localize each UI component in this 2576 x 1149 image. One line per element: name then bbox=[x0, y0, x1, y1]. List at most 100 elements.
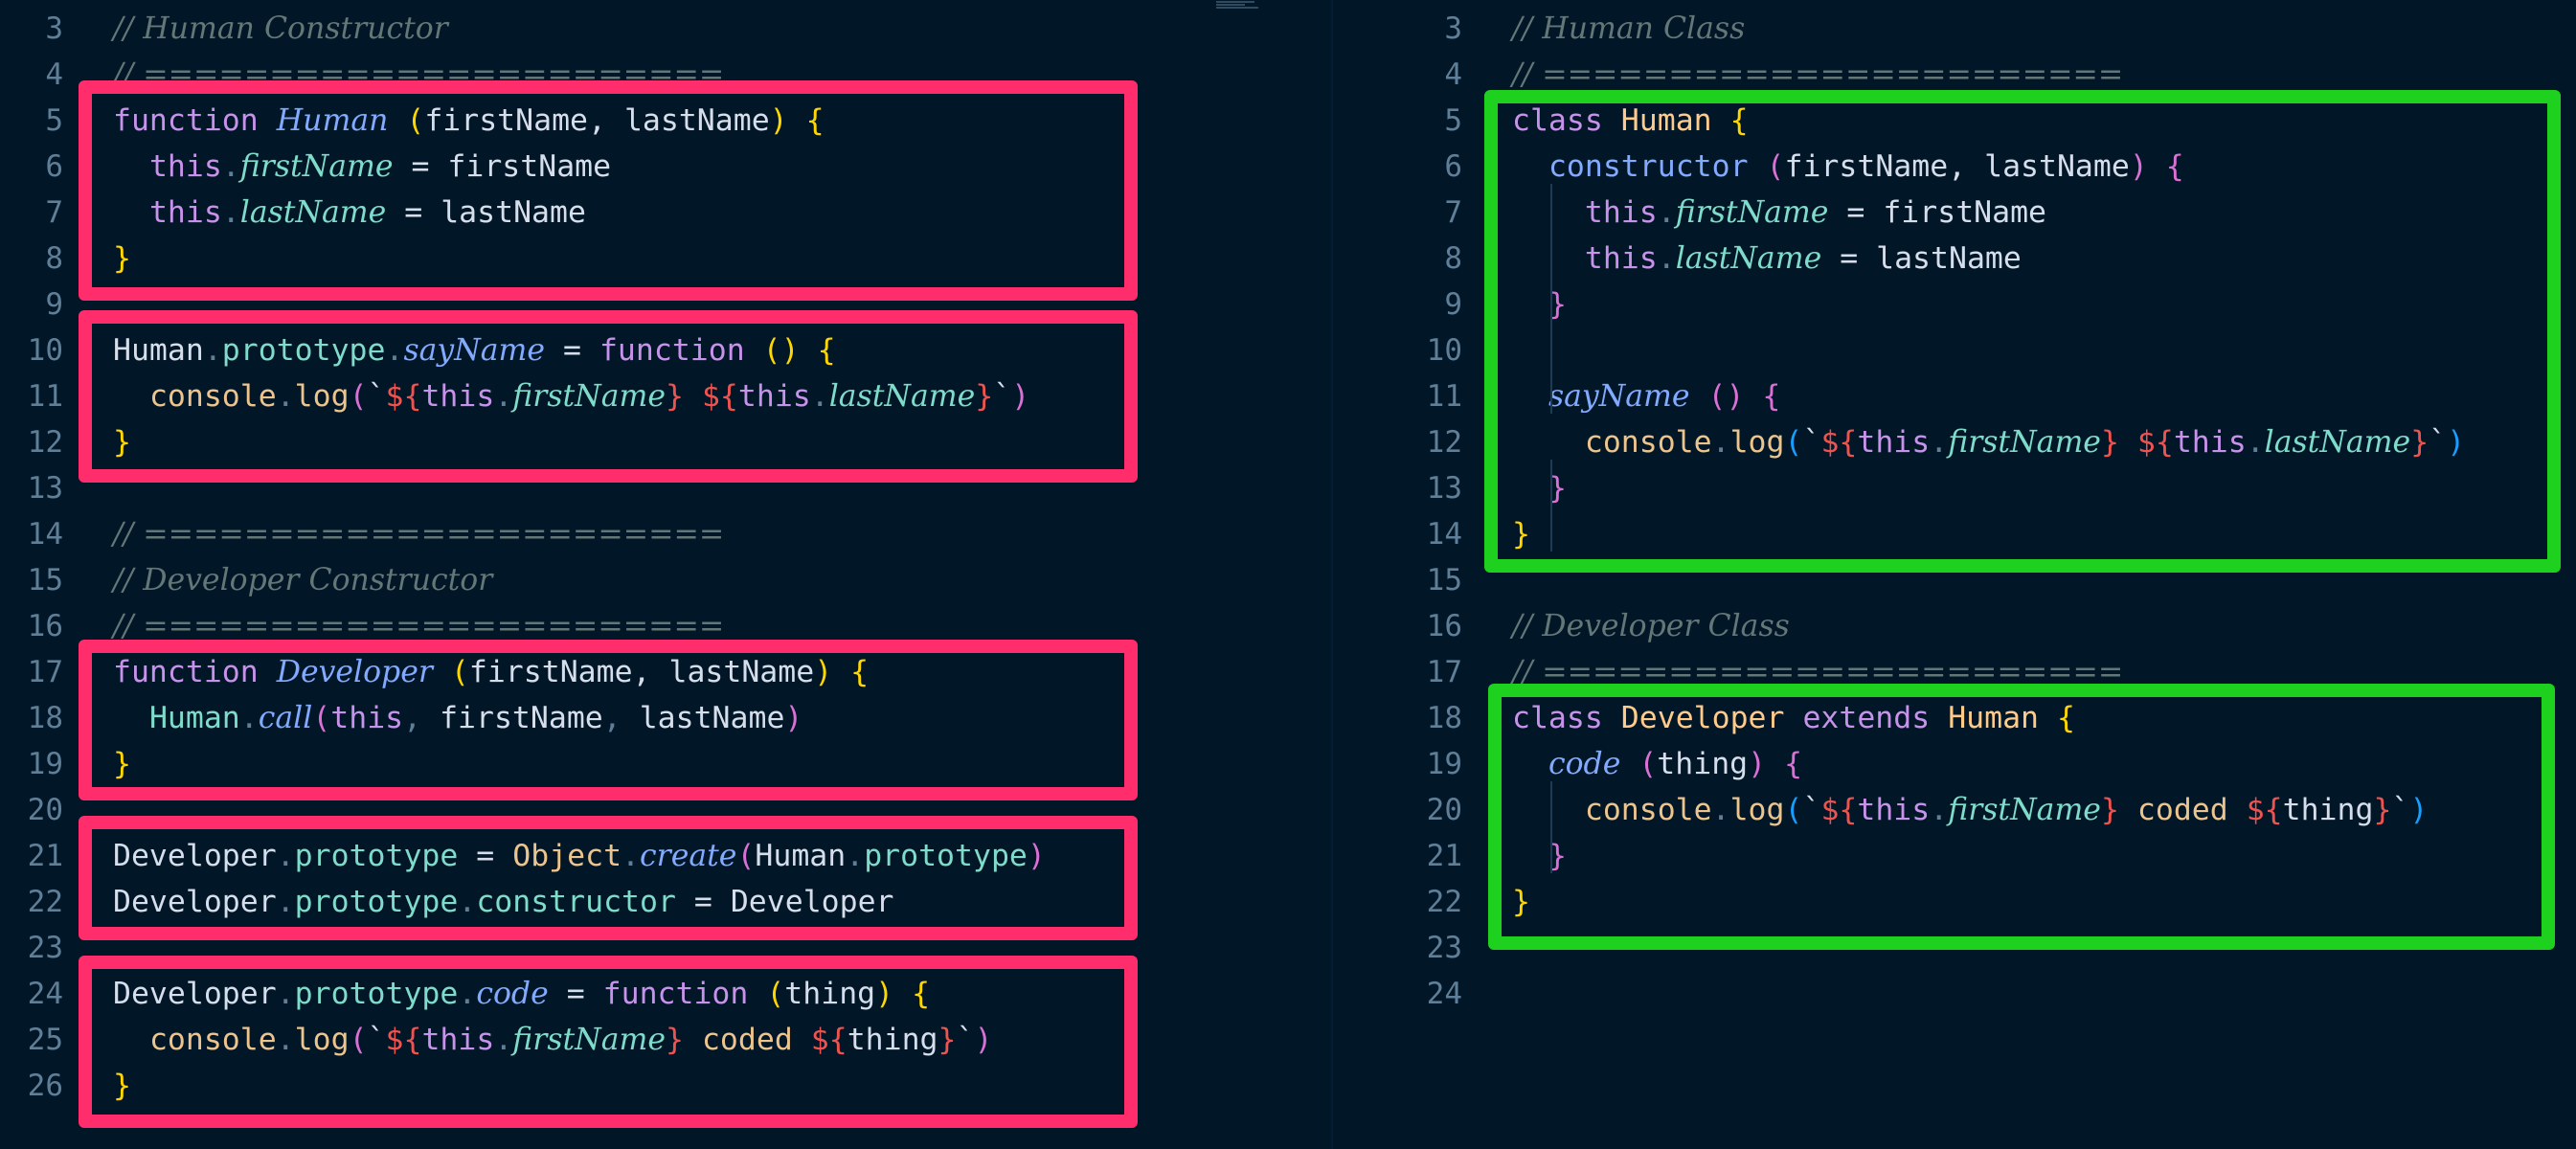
token: this bbox=[1584, 195, 1658, 230]
minimap[interactable] bbox=[1216, 0, 1264, 13]
code-line[interactable]: 22} bbox=[1333, 879, 2576, 925]
code-line[interactable]: 14} bbox=[1333, 511, 2576, 557]
code-line[interactable]: 3// Human Class bbox=[1333, 6, 2576, 52]
line-number: 14 bbox=[1426, 517, 1462, 552]
code-line[interactable]: 7 this.lastName = lastName bbox=[0, 190, 1331, 236]
line-number: 15 bbox=[1426, 563, 1462, 597]
line-number: 20 bbox=[27, 793, 63, 827]
code-line[interactable]: 20 console.log(`${this.firstName} coded … bbox=[1333, 787, 2576, 833]
indent-guide bbox=[1550, 184, 1552, 414]
token: ( bbox=[736, 839, 756, 873]
code-line[interactable]: 11 console.log(`${this.firstName} ${this… bbox=[0, 373, 1331, 419]
token: ) bbox=[1748, 747, 1767, 781]
code-line[interactable]: 19 code (thing) { bbox=[1333, 741, 2576, 787]
code-text: code (thing) { bbox=[1512, 741, 1802, 787]
token: ( bbox=[1784, 793, 1803, 827]
code-line[interactable]: 8} bbox=[0, 236, 1331, 282]
code-line[interactable]: 11 sayName () { bbox=[1333, 373, 2576, 419]
token: Human bbox=[755, 839, 847, 873]
token: ) bbox=[2129, 149, 2148, 184]
code-line[interactable]: 21 } bbox=[1333, 833, 2576, 879]
code-line[interactable]: 15// Developer Constructor bbox=[0, 557, 1331, 603]
code-line[interactable]: 26} bbox=[0, 1063, 1331, 1109]
code-line[interactable]: 9 } bbox=[1333, 282, 2576, 327]
line-number: 9 bbox=[45, 287, 63, 322]
line-number: 23 bbox=[1426, 931, 1462, 965]
code-line[interactable]: 9 bbox=[0, 282, 1331, 327]
token: { bbox=[805, 103, 825, 138]
code-text: } bbox=[113, 1063, 131, 1109]
token: function bbox=[599, 333, 745, 368]
code-line[interactable]: 15 bbox=[1333, 557, 2576, 603]
code-line[interactable]: 23 bbox=[1333, 925, 2576, 971]
code-line[interactable]: 16// Developer Class bbox=[1333, 603, 2576, 649]
code-line[interactable]: 6 constructor (firstName, lastName) { bbox=[1333, 144, 2576, 190]
token: } bbox=[1548, 471, 1567, 506]
code-line[interactable]: 20 bbox=[0, 787, 1331, 833]
token: constructor bbox=[476, 885, 676, 919]
token: prototype bbox=[221, 333, 386, 368]
token: } bbox=[2100, 425, 2119, 460]
token: ${ bbox=[810, 1023, 847, 1057]
pane-divider[interactable] bbox=[1331, 0, 1333, 1149]
token: log bbox=[1729, 793, 1785, 827]
code-line[interactable]: 18 Human.call(this, firstName, lastName) bbox=[0, 695, 1331, 741]
code-line[interactable]: 25 console.log(`${this.firstName} coded … bbox=[0, 1017, 1331, 1063]
code-text: class Human { bbox=[1512, 98, 1749, 144]
code-text: Developer.prototype = Object.create(Huma… bbox=[113, 833, 1046, 879]
code-line[interactable]: 8 this.lastName = lastName bbox=[1333, 236, 2576, 282]
code-line[interactable]: 13 bbox=[0, 465, 1331, 511]
code-line[interactable]: 16// ======================= bbox=[0, 603, 1331, 649]
code-line[interactable]: 14// ======================= bbox=[0, 511, 1331, 557]
code-line[interactable]: 3// Human Constructor bbox=[0, 6, 1331, 52]
token: ${ bbox=[2136, 425, 2174, 460]
token: function bbox=[113, 655, 277, 689]
token: // Developer Constructor bbox=[113, 563, 493, 597]
line-number: 7 bbox=[45, 195, 63, 230]
code-line[interactable]: 13 } bbox=[1333, 465, 2576, 511]
code-line[interactable]: 24 bbox=[1333, 971, 2576, 1017]
code-text: console.log(`${this.firstName} coded ${t… bbox=[113, 1017, 993, 1063]
indent-guide bbox=[1550, 781, 1552, 873]
token: ` bbox=[367, 379, 386, 414]
token: } bbox=[666, 1023, 684, 1057]
token: firstName, lastName bbox=[468, 655, 815, 689]
token: this bbox=[737, 379, 811, 414]
token: } bbox=[2410, 425, 2429, 460]
code-line[interactable]: 10 bbox=[1333, 327, 2576, 373]
line-number: 24 bbox=[1426, 977, 1462, 1011]
token: } bbox=[113, 425, 131, 460]
token: ( bbox=[349, 1023, 368, 1057]
token: ${ bbox=[1820, 793, 1858, 827]
token: { bbox=[2165, 149, 2184, 184]
code-line[interactable]: 12} bbox=[0, 419, 1331, 465]
code-line[interactable]: 19} bbox=[0, 741, 1331, 787]
token: , bbox=[602, 701, 640, 735]
code-text: // ======================= bbox=[113, 603, 724, 649]
token: sayName bbox=[1548, 379, 1690, 414]
token: } bbox=[1512, 517, 1530, 552]
token: } bbox=[113, 1069, 131, 1103]
token: = bbox=[548, 977, 603, 1011]
line-number: 20 bbox=[1426, 793, 1462, 827]
code-text: console.log(`${this.firstName} coded ${t… bbox=[1512, 787, 2429, 833]
token: thing bbox=[2282, 793, 2374, 827]
token: lastName bbox=[639, 701, 785, 735]
token: log bbox=[1729, 425, 1785, 460]
code-line[interactable]: 12 console.log(`${this.firstName} ${this… bbox=[1333, 419, 2576, 465]
code-line[interactable]: 4// ======================= bbox=[1333, 52, 2576, 98]
code-line[interactable]: 7 this.firstName = firstName bbox=[1333, 190, 2576, 236]
line-number: 22 bbox=[27, 885, 63, 919]
code-line[interactable]: 23 bbox=[0, 925, 1331, 971]
code-line[interactable]: 6 this.firstName = firstName bbox=[0, 144, 1331, 190]
